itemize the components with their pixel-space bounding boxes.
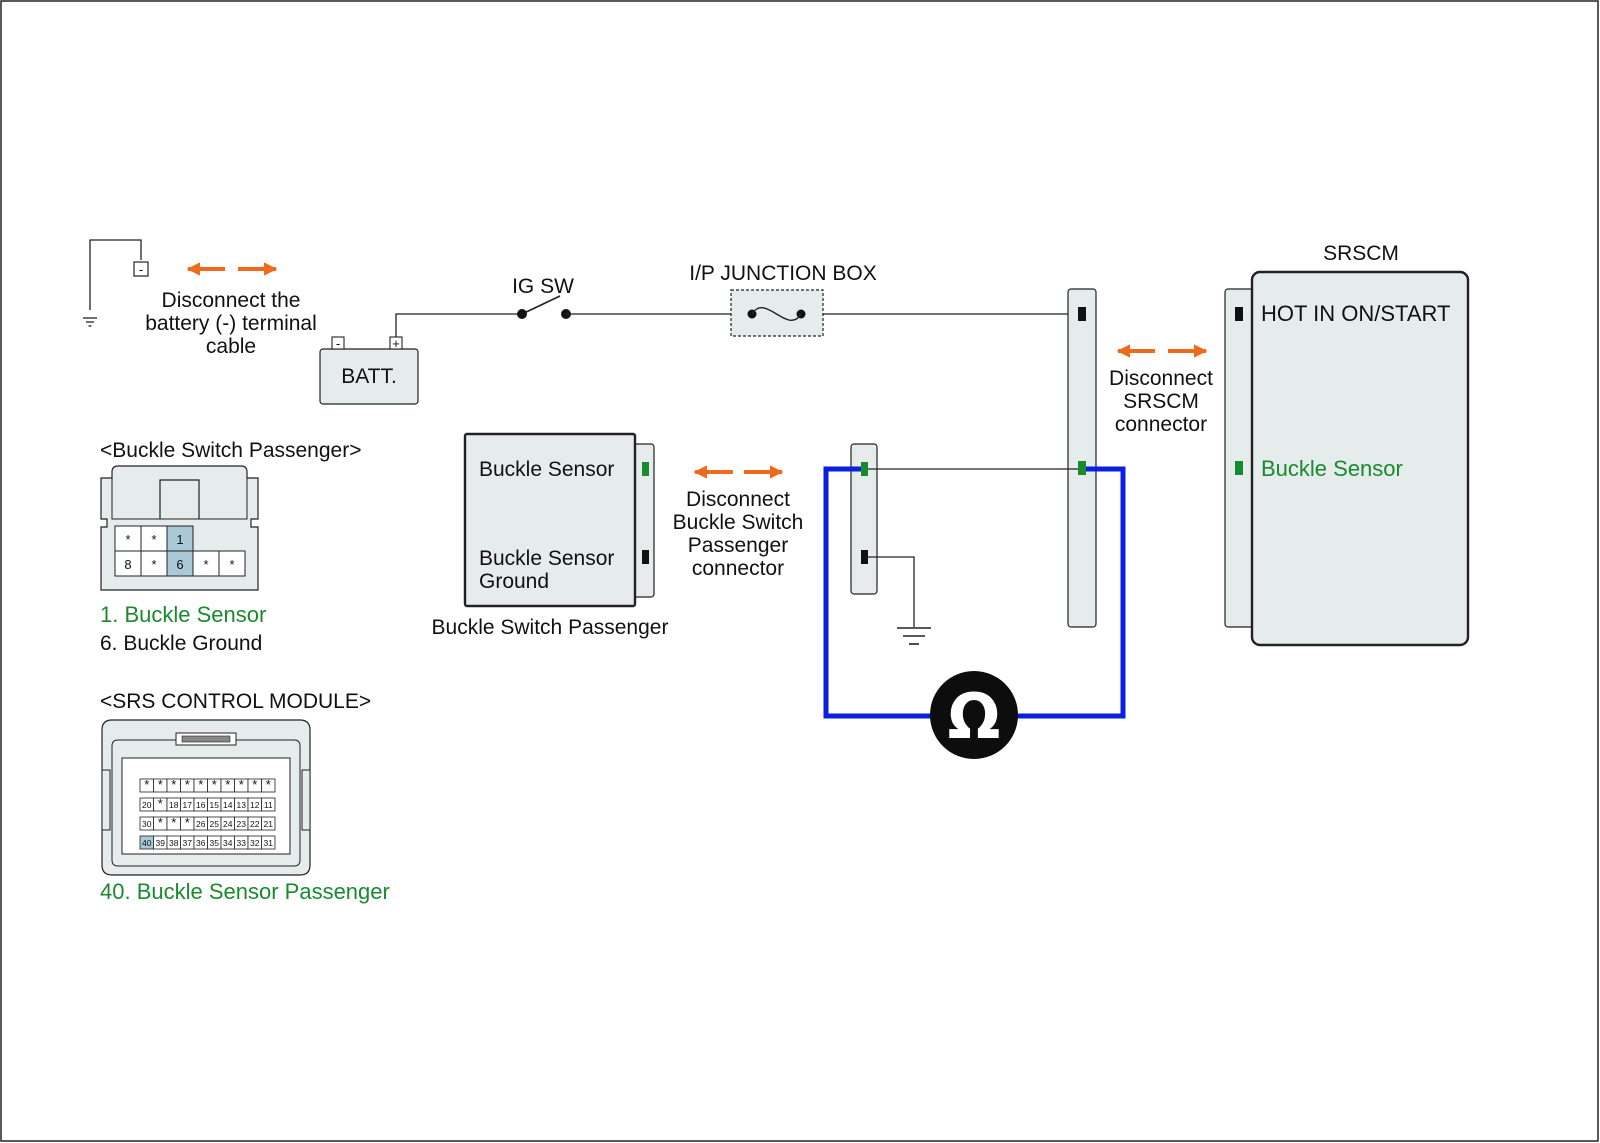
buckle-switch-pin2-label-1: Buckle Sensor: [479, 547, 614, 570]
srs-pin-label: *: [212, 777, 217, 792]
battery-pos-symbol: +: [392, 336, 400, 351]
srs-pin-label: 39: [156, 838, 166, 848]
buckle-pin-r2c4: *: [203, 557, 208, 572]
srs-pin-label: 35: [210, 838, 220, 848]
srs-pin-label: *: [144, 777, 149, 792]
buckle-switch-module: [463, 432, 655, 608]
srscm-pin-hot-label: HOT IN ON/START: [1261, 301, 1450, 326]
battery-cable-ground: -: [83, 239, 149, 327]
battery-disconnect-label-3: cable: [206, 335, 256, 358]
buckle-pin-r2c1: 8: [124, 557, 131, 572]
battery-cable-minus-symbol: -: [139, 262, 143, 277]
srs-pin-label: 34: [223, 838, 233, 848]
srs-pin-label: 26: [196, 819, 206, 829]
srs-pin-label: *: [185, 777, 190, 792]
battery-disconnect-label-2: battery (-) terminal: [145, 312, 317, 335]
srscm-disconnect-label-1: Disconnect: [1109, 367, 1213, 390]
srs-pin-label: *: [266, 777, 271, 792]
srs-pin-label: *: [198, 777, 203, 792]
srs-pin-label: 37: [183, 838, 193, 848]
srs-pin-label: 12: [250, 800, 260, 810]
buckle-pin-r1c2: *: [151, 532, 156, 547]
srs-pin-label: 31: [264, 838, 274, 848]
buckle-legend-2: 6. Buckle Ground: [100, 632, 262, 655]
battery-disconnect-label-1: Disconnect the: [162, 289, 301, 312]
srs-pin-label: 24: [223, 819, 233, 829]
buckle-disconnect-label-4: connector: [692, 557, 784, 580]
srs-pin-label: 23: [237, 819, 247, 829]
buckle-switch-caption: Buckle Switch Passenger: [432, 616, 669, 639]
junction-box-fuse: [730, 289, 824, 337]
srs-pin-label: 30: [142, 819, 152, 829]
buckle-switch-pin1-label: Buckle Sensor: [479, 458, 614, 481]
junction-box-label: I/P JUNCTION BOX: [689, 262, 876, 285]
srs-pin-label: 33: [237, 838, 247, 848]
buckle-disconnect-label-2: Buckle Switch: [673, 511, 804, 534]
buckle-connector-title: <Buckle Switch Passenger>: [100, 439, 361, 462]
buckle-disconnect-label-3: Passenger: [688, 534, 788, 557]
srs-pin-label: 13: [237, 800, 247, 810]
srscm-disconnect-label-2: SRSCM: [1123, 390, 1199, 413]
srs-pin-label: 21: [264, 819, 274, 829]
srs-pin-label: *: [158, 796, 163, 811]
ig-switch-label: IG SW: [512, 275, 574, 298]
buckle-pin-r2c2: *: [151, 557, 156, 572]
srs-pin-label: 22: [250, 819, 260, 829]
power-wire: [395, 295, 1082, 337]
srs-pin-label: *: [225, 777, 230, 792]
srs-pin-label: 18: [169, 800, 179, 810]
srs-legend-1: 40. Buckle Sensor Passenger: [100, 879, 390, 904]
srs-pin-label: 14: [223, 800, 233, 810]
srs-pin-label: 32: [250, 838, 260, 848]
srs-pin-label: *: [171, 777, 176, 792]
srs-pin-label: *: [239, 777, 244, 792]
srs-pin-label: 16: [196, 800, 206, 810]
srs-pin-cell: [261, 835, 276, 850]
ohmmeter-probe-loop: [823, 466, 1126, 759]
srscm-module: [1224, 270, 1470, 647]
srs-pin-label: 40: [142, 838, 152, 848]
srscm-title: SRSCM: [1323, 242, 1399, 265]
srscm-disconnect-label-3: connector: [1115, 413, 1207, 436]
srs-pin-label: 36: [196, 838, 206, 848]
srscm-harness-connector: [1067, 288, 1097, 628]
buckle-connector-face: [100, 465, 259, 591]
srs-pin-label: 15: [210, 800, 220, 810]
buckle-disconnect-label-1: Disconnect: [686, 488, 790, 511]
srs-pin-label: *: [252, 777, 257, 792]
buckle-pin-r1c1: *: [125, 532, 130, 547]
battery-neg-symbol: -: [336, 336, 340, 351]
buckle-legend-1: 1. Buckle Sensor: [100, 602, 266, 627]
buckle-pin-r2c5: *: [229, 557, 234, 572]
srs-connector-face: [101, 719, 311, 876]
buckle-pin-r1c3: 1: [176, 532, 183, 547]
buckle-switch-pin2-label-2: Ground: [479, 570, 549, 593]
buckle-pin-r2c3: 6: [176, 557, 183, 572]
srs-pin-cell: [261, 797, 276, 812]
srs-pin-label: 38: [169, 838, 179, 848]
srs-pin-label: *: [158, 777, 163, 792]
srs-pin-label: 25: [210, 819, 220, 829]
srs-pin-label: *: [171, 815, 176, 830]
srs-pin-cell: [261, 816, 276, 831]
srs-pin-label: 20: [142, 800, 152, 810]
battery: - + BATT.: [319, 336, 419, 405]
srs-pin-label: 17: [183, 800, 193, 810]
srs-pin-label: 11: [264, 800, 273, 810]
srs-pin-cell: [261, 778, 276, 793]
srs-pin-label: *: [158, 815, 163, 830]
srs-connector-title: <SRS CONTROL MODULE>: [100, 690, 371, 713]
srscm-pin-buckle-label: Buckle Sensor: [1261, 456, 1403, 481]
battery-label: BATT.: [341, 365, 397, 388]
buckle-ground-wire: [868, 556, 931, 645]
ohmmeter-symbol: Ω: [948, 680, 1001, 753]
srs-pin-label: *: [185, 815, 190, 830]
